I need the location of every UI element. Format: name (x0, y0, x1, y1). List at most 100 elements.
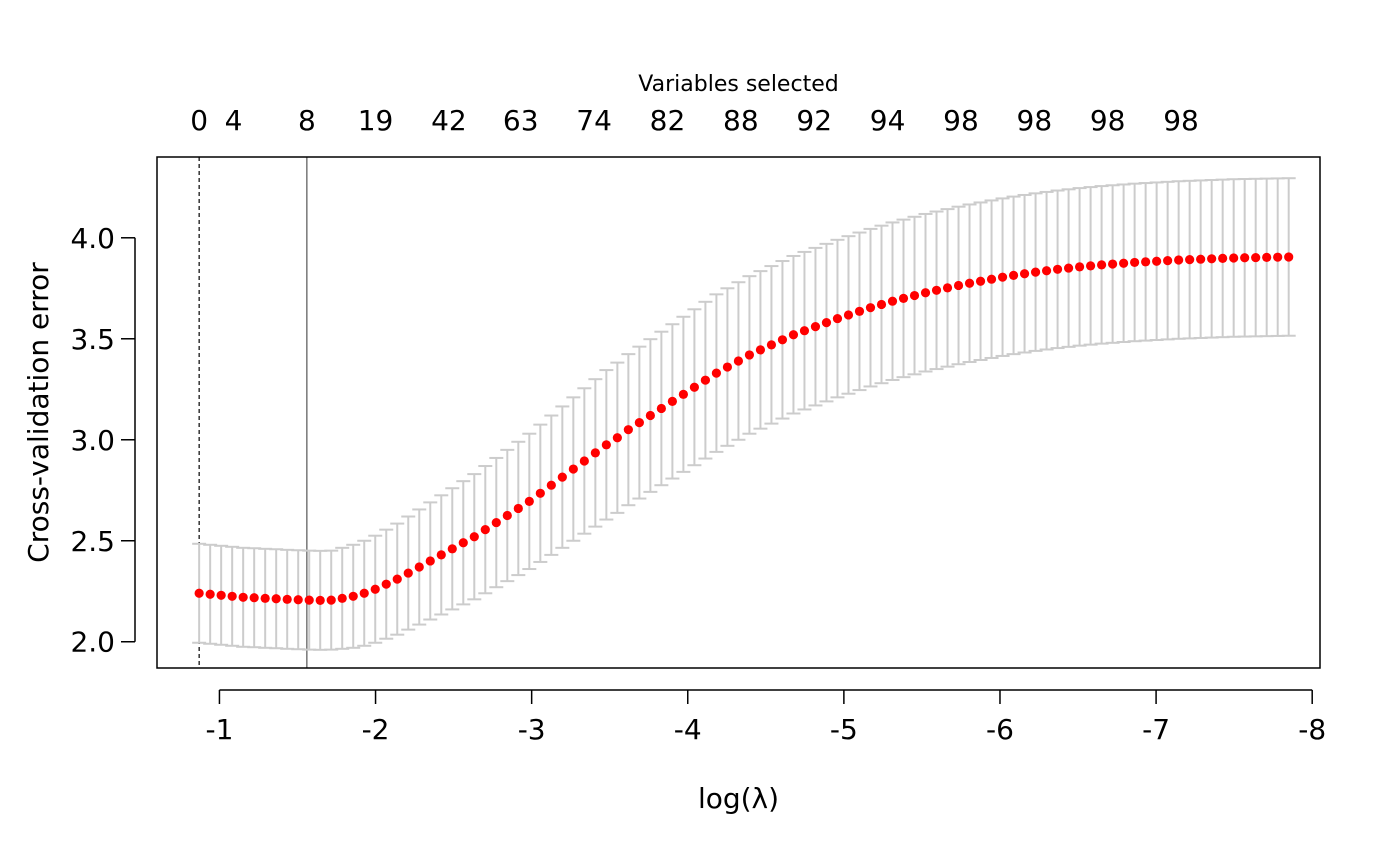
data-point (249, 593, 259, 603)
data-point (480, 525, 490, 535)
data-point (1119, 258, 1129, 268)
data-point (876, 299, 887, 310)
data-point (755, 345, 766, 355)
data-point (282, 594, 292, 604)
data-point (557, 472, 567, 482)
data-point (799, 326, 810, 336)
data-point (1152, 256, 1162, 266)
data-point (458, 538, 468, 548)
data-point (1052, 264, 1063, 274)
data-point (964, 278, 975, 288)
x-tick-label: -8 (1298, 713, 1326, 746)
data-point (447, 544, 457, 554)
data-point (1141, 257, 1151, 267)
data-point (513, 503, 523, 514)
top-tick-label: 4 (225, 104, 243, 137)
data-point (1008, 270, 1019, 280)
top-tick-label: 82 (650, 104, 686, 137)
data-point (843, 310, 854, 320)
data-point (909, 290, 920, 301)
data-point (986, 274, 997, 284)
y-tick-label: 4.0 (70, 222, 115, 255)
data-point (810, 322, 821, 332)
data-point (623, 425, 633, 435)
data-point (865, 303, 876, 313)
x-tick-label: -6 (986, 713, 1014, 746)
data-point (216, 590, 226, 600)
top-tick-label: 63 (503, 104, 539, 137)
data-point (590, 448, 600, 458)
data-point (1097, 260, 1107, 270)
data-point (766, 340, 777, 350)
data-point (744, 350, 755, 360)
data-point (238, 592, 248, 602)
top-tick-label: 98 (943, 104, 979, 137)
data-point (1273, 252, 1283, 262)
data-point (898, 293, 909, 303)
data-point (271, 594, 281, 604)
data-point (1108, 259, 1118, 269)
data-point (1030, 267, 1041, 277)
data-point (920, 288, 931, 298)
x-tick-label: -3 (518, 713, 546, 746)
data-point (348, 591, 358, 601)
x-tick-label: -2 (362, 713, 390, 746)
data-point (832, 313, 843, 324)
data-point (469, 532, 479, 542)
plot-frame (156, 156, 1321, 669)
top-tick-label: 98 (1163, 104, 1199, 137)
data-point (1185, 255, 1195, 265)
data-point (1207, 254, 1217, 264)
data-point (205, 589, 215, 599)
data-point (194, 588, 204, 598)
data-point (953, 280, 964, 291)
data-point (1218, 253, 1228, 263)
data-point (546, 480, 556, 490)
x-tick-label: -4 (674, 713, 702, 746)
data-point (667, 396, 677, 406)
y-tick-label: 3.0 (70, 424, 115, 457)
data-point (524, 496, 534, 506)
data-point (1041, 266, 1052, 276)
data-point (942, 283, 953, 293)
data-point (337, 593, 347, 603)
data-point (535, 488, 545, 498)
data-point (733, 356, 744, 366)
data-point (1240, 253, 1250, 263)
top-tick-label: 98 (1017, 104, 1053, 137)
top-tick-label: 19 (358, 104, 394, 137)
data-point (1262, 252, 1272, 262)
data-point (425, 556, 435, 566)
data-point (1174, 255, 1184, 265)
data-point (260, 593, 270, 603)
data-point (381, 579, 391, 589)
data-point (788, 330, 799, 340)
data-point (1251, 252, 1261, 263)
data-point (1019, 269, 1030, 279)
x-tick-label: -7 (1142, 713, 1170, 746)
data-point (436, 550, 446, 560)
data-point (700, 375, 711, 385)
x-axis: -1-2-3-4-5-6-7-8 (205, 689, 1326, 746)
error-bars (192, 177, 1296, 651)
data-point (1063, 263, 1074, 273)
data-point (326, 595, 336, 605)
top-tick-label: 0 (190, 104, 208, 137)
y-tick-label: 2.5 (70, 525, 115, 558)
top-tick-label: 88 (723, 104, 759, 137)
data-point (491, 517, 501, 528)
x-axis-title: log(λ) (698, 782, 779, 815)
data-point (293, 595, 303, 605)
data-point (1196, 254, 1206, 264)
data-point (821, 318, 832, 328)
top-tick-label: 94 (870, 104, 906, 137)
data-point (403, 568, 413, 578)
top-tick-label: 92 (796, 104, 832, 137)
data-point (645, 410, 655, 421)
x-tick-label: -5 (830, 713, 858, 746)
data-points (194, 252, 1294, 605)
data-point (568, 464, 578, 474)
top-axis-title: Variables selected (638, 72, 838, 97)
top-tick-label: 8 (298, 104, 316, 137)
